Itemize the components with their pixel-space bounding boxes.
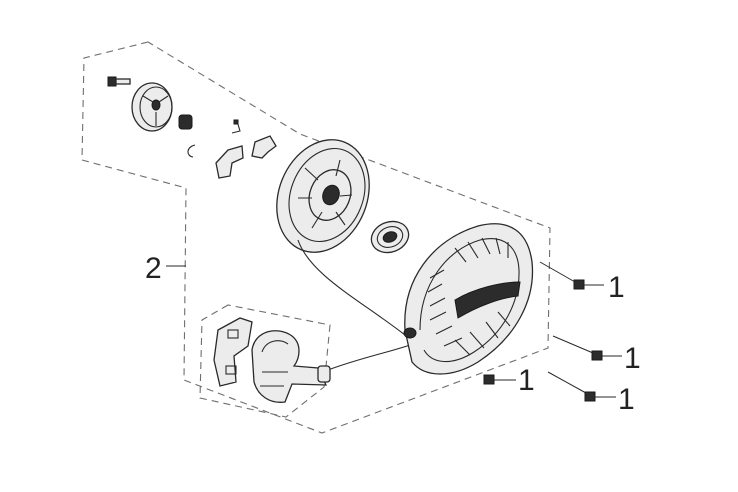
bolt-bottom: 1 — [547, 371, 635, 416]
callout-assembly: 2 — [145, 252, 162, 285]
pawl-icon — [215, 135, 277, 179]
starter-rope — [297, 239, 406, 336]
bolt-mid: 1 — [552, 335, 641, 375]
starter-handle-icon — [251, 330, 331, 403]
callout-bolt-left: 1 — [518, 364, 535, 397]
drive-plate-icon — [131, 82, 173, 132]
leader-line — [547, 371, 587, 394]
flange-bolt-icon — [573, 279, 604, 290]
starter-cover-icon — [403, 223, 534, 375]
handle-insert-icon — [213, 317, 253, 387]
recoil-spring-icon — [370, 220, 410, 254]
callout-bolt-mid: 1 — [624, 342, 641, 375]
flange-bolt-icon — [591, 350, 622, 361]
leader-line — [552, 335, 594, 354]
flange-bolt-icon — [483, 374, 516, 385]
bolt-left: 1 — [483, 364, 535, 397]
handle-group-boundary — [199, 304, 331, 418]
callout-bolt-top: 1 — [608, 271, 625, 304]
bolt-top: 1 — [539, 261, 625, 304]
callout-bolt-bottom: 1 — [618, 383, 635, 416]
assembly-callout: 2 — [145, 252, 186, 285]
small-spring-icon — [178, 114, 193, 130]
small-bolt-icon — [107, 76, 131, 87]
starter-rope-handle-run — [327, 344, 411, 371]
rope-pulley-icon — [276, 139, 370, 253]
flange-bolt-icon — [584, 391, 616, 402]
leader-line — [539, 261, 576, 283]
assembly-boundary — [81, 41, 551, 434]
